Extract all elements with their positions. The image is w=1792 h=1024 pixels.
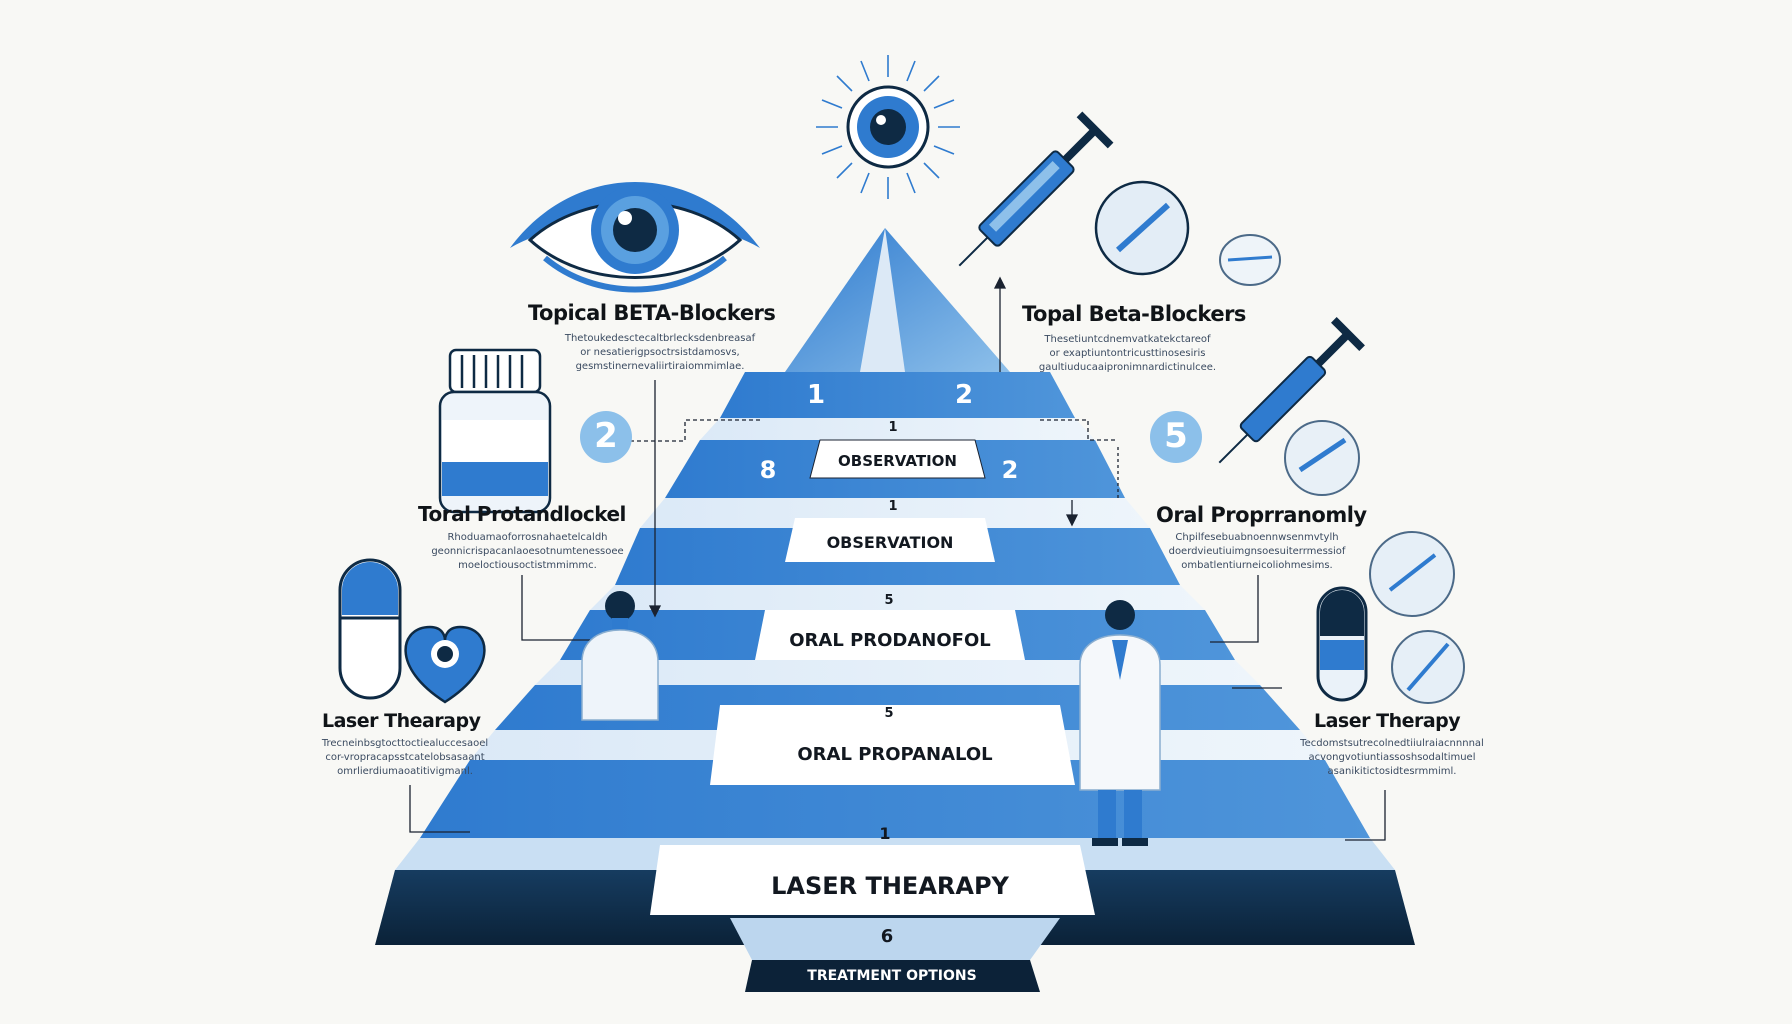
center-plates bbox=[650, 439, 1095, 992]
callout-low-left-desc-2: cor-vropracapsstcatelobsasaant bbox=[325, 752, 485, 763]
pyramid-tier-5-light bbox=[590, 585, 1205, 610]
plate-6-label: TREATMENT OPTIONS bbox=[807, 968, 977, 984]
badge-left-num: 2 bbox=[594, 416, 618, 456]
tier-2-left-num: 8 bbox=[759, 456, 777, 484]
connector-badge-right bbox=[1040, 419, 1115, 441]
arrow-head-mr bbox=[1065, 514, 1079, 527]
callout-low-left-desc-1: Trecneinbsgtocttoctiealuccesaoel bbox=[321, 738, 489, 749]
callout-mid-right-desc-1: Chpilfesebuabnoennwsenmvtylh bbox=[1175, 532, 1339, 543]
connector-badge-left bbox=[630, 419, 760, 442]
plate-1-num: 1 bbox=[888, 420, 898, 435]
callout-low-left-desc-3: omrlierdiumaoatitivigmanl. bbox=[337, 766, 473, 777]
pill-icon bbox=[1094, 180, 1281, 286]
connectors bbox=[409, 276, 1386, 841]
plate-2-num: 1 bbox=[888, 499, 898, 514]
plate-4-num: 5 bbox=[884, 706, 894, 721]
arrow-head-tl bbox=[648, 605, 662, 618]
plate-1-label: OBSERVATION bbox=[838, 452, 957, 470]
radiant-eye-icon bbox=[816, 55, 960, 199]
heart-eye-icon bbox=[404, 625, 486, 704]
medicine-bottle-icon bbox=[438, 348, 552, 514]
callout-top-left-desc-3: gesmstinernevaliirtiraiommimlae. bbox=[575, 361, 745, 372]
badge-right bbox=[1150, 411, 1202, 463]
connector-low-left bbox=[409, 785, 470, 833]
plate-1-shape bbox=[809, 439, 986, 479]
doctor-figure bbox=[1079, 600, 1161, 846]
eye-icon bbox=[510, 182, 760, 293]
plate-6-shape bbox=[745, 960, 1040, 992]
plate-3-label: ORAL PRODANOFOL bbox=[789, 630, 991, 651]
callout-low-right-desc-2: acvongvotiuntiassoshsodaltimuel bbox=[1308, 752, 1476, 763]
plate-5-label: LASER THEARAPY bbox=[771, 872, 1009, 900]
callout-mid-left-desc-2: geonnicrispacanlaoesotnumtenessoee bbox=[431, 546, 624, 557]
pill-icon-3 bbox=[1369, 531, 1465, 704]
capsule-icon-2 bbox=[1316, 586, 1368, 702]
callout-mid-left-desc-1: Rhoduamaoforrosnahaetelcaldh bbox=[447, 532, 608, 543]
plate-4-shape bbox=[710, 705, 1075, 785]
callout-mid-left-desc-3: moeloctiousoctistmmimmc. bbox=[458, 560, 597, 571]
arrow-head-tr bbox=[993, 276, 1007, 289]
callout-low-right-desc-3: asanikitictosidtesrmmiml. bbox=[1327, 766, 1457, 777]
tier-1-left-num: 1 bbox=[806, 380, 826, 410]
connector-low-right bbox=[1345, 790, 1386, 841]
pyramid-tier-6-light bbox=[535, 660, 1260, 685]
callout-mid-left-title: Toral Protandlockel bbox=[418, 502, 626, 526]
tier-2-right-num: 2 bbox=[1001, 456, 1019, 484]
callout-mid-right-desc-3: ombatlentiurneicoliohmesims. bbox=[1181, 560, 1333, 571]
plate-5-shape bbox=[650, 845, 1095, 915]
callout-top-right-desc-3: gaultiuducaaipronimnardictinulcee. bbox=[1038, 362, 1217, 373]
pyramid-tier-3-light bbox=[700, 418, 1095, 440]
plate-2-shape bbox=[785, 518, 995, 562]
tier-1-right-num: 2 bbox=[954, 380, 974, 410]
capsule-icon bbox=[338, 558, 402, 700]
callout-mid-right-desc-2: doerdvieutiuimgnsoesuiterrmessiof bbox=[1168, 546, 1346, 557]
pill-icon-2 bbox=[1284, 420, 1360, 496]
callout-mid-right-title: Oral Proprranomly bbox=[1156, 503, 1367, 527]
pyramid-spire bbox=[785, 228, 1010, 372]
connector-mid-right-2 bbox=[1210, 575, 1259, 643]
syringe-icon-2 bbox=[1218, 317, 1365, 464]
pyramid-tier-2 bbox=[720, 372, 1075, 418]
patient-figure bbox=[581, 591, 659, 721]
plate-5-num: 1 bbox=[879, 824, 891, 843]
callout-low-right-desc-1: Tecdomstsutrecolnedtiiulraiacnnnnal bbox=[1300, 738, 1484, 749]
syringe-icon bbox=[958, 111, 1114, 267]
plate-6-step bbox=[730, 918, 1060, 960]
plate-3-num: 5 bbox=[884, 593, 894, 608]
connector-mid-left bbox=[521, 575, 590, 641]
callout-top-right-desc-2: or exaptiuntontricusttinosesiris bbox=[1049, 348, 1206, 359]
callout-top-right-title: Topal Beta-Blockers bbox=[1022, 302, 1246, 326]
pyramid-tier-4-light bbox=[640, 498, 1150, 528]
plate-3-shape bbox=[755, 610, 1025, 660]
badge-right-num: 5 bbox=[1164, 416, 1188, 456]
callout-low-left-title: Laser Thearapy bbox=[322, 710, 481, 732]
callout-top-left-title: Topical BETA-Blockers bbox=[528, 301, 776, 325]
plate-2-label: OBSERVATION bbox=[826, 533, 954, 552]
badge-left bbox=[580, 411, 632, 463]
pyramid-spire-highlight bbox=[860, 228, 905, 372]
callout-top-left-desc-1: Thetoukedesctecaltbrlecksdenbreasaf bbox=[564, 333, 756, 344]
callout-low-right-title: Laser Therapy bbox=[1314, 710, 1461, 732]
callout-top-right-desc-1: Thesetiuntcdnemvatkatekctareof bbox=[1044, 334, 1211, 345]
plate-6-num: 6 bbox=[880, 926, 894, 947]
callout-top-left-desc-2: or nesatierigpsoctrsistdamosvs, bbox=[580, 347, 740, 358]
plate-4-label: ORAL PROPANALOL bbox=[797, 744, 993, 765]
